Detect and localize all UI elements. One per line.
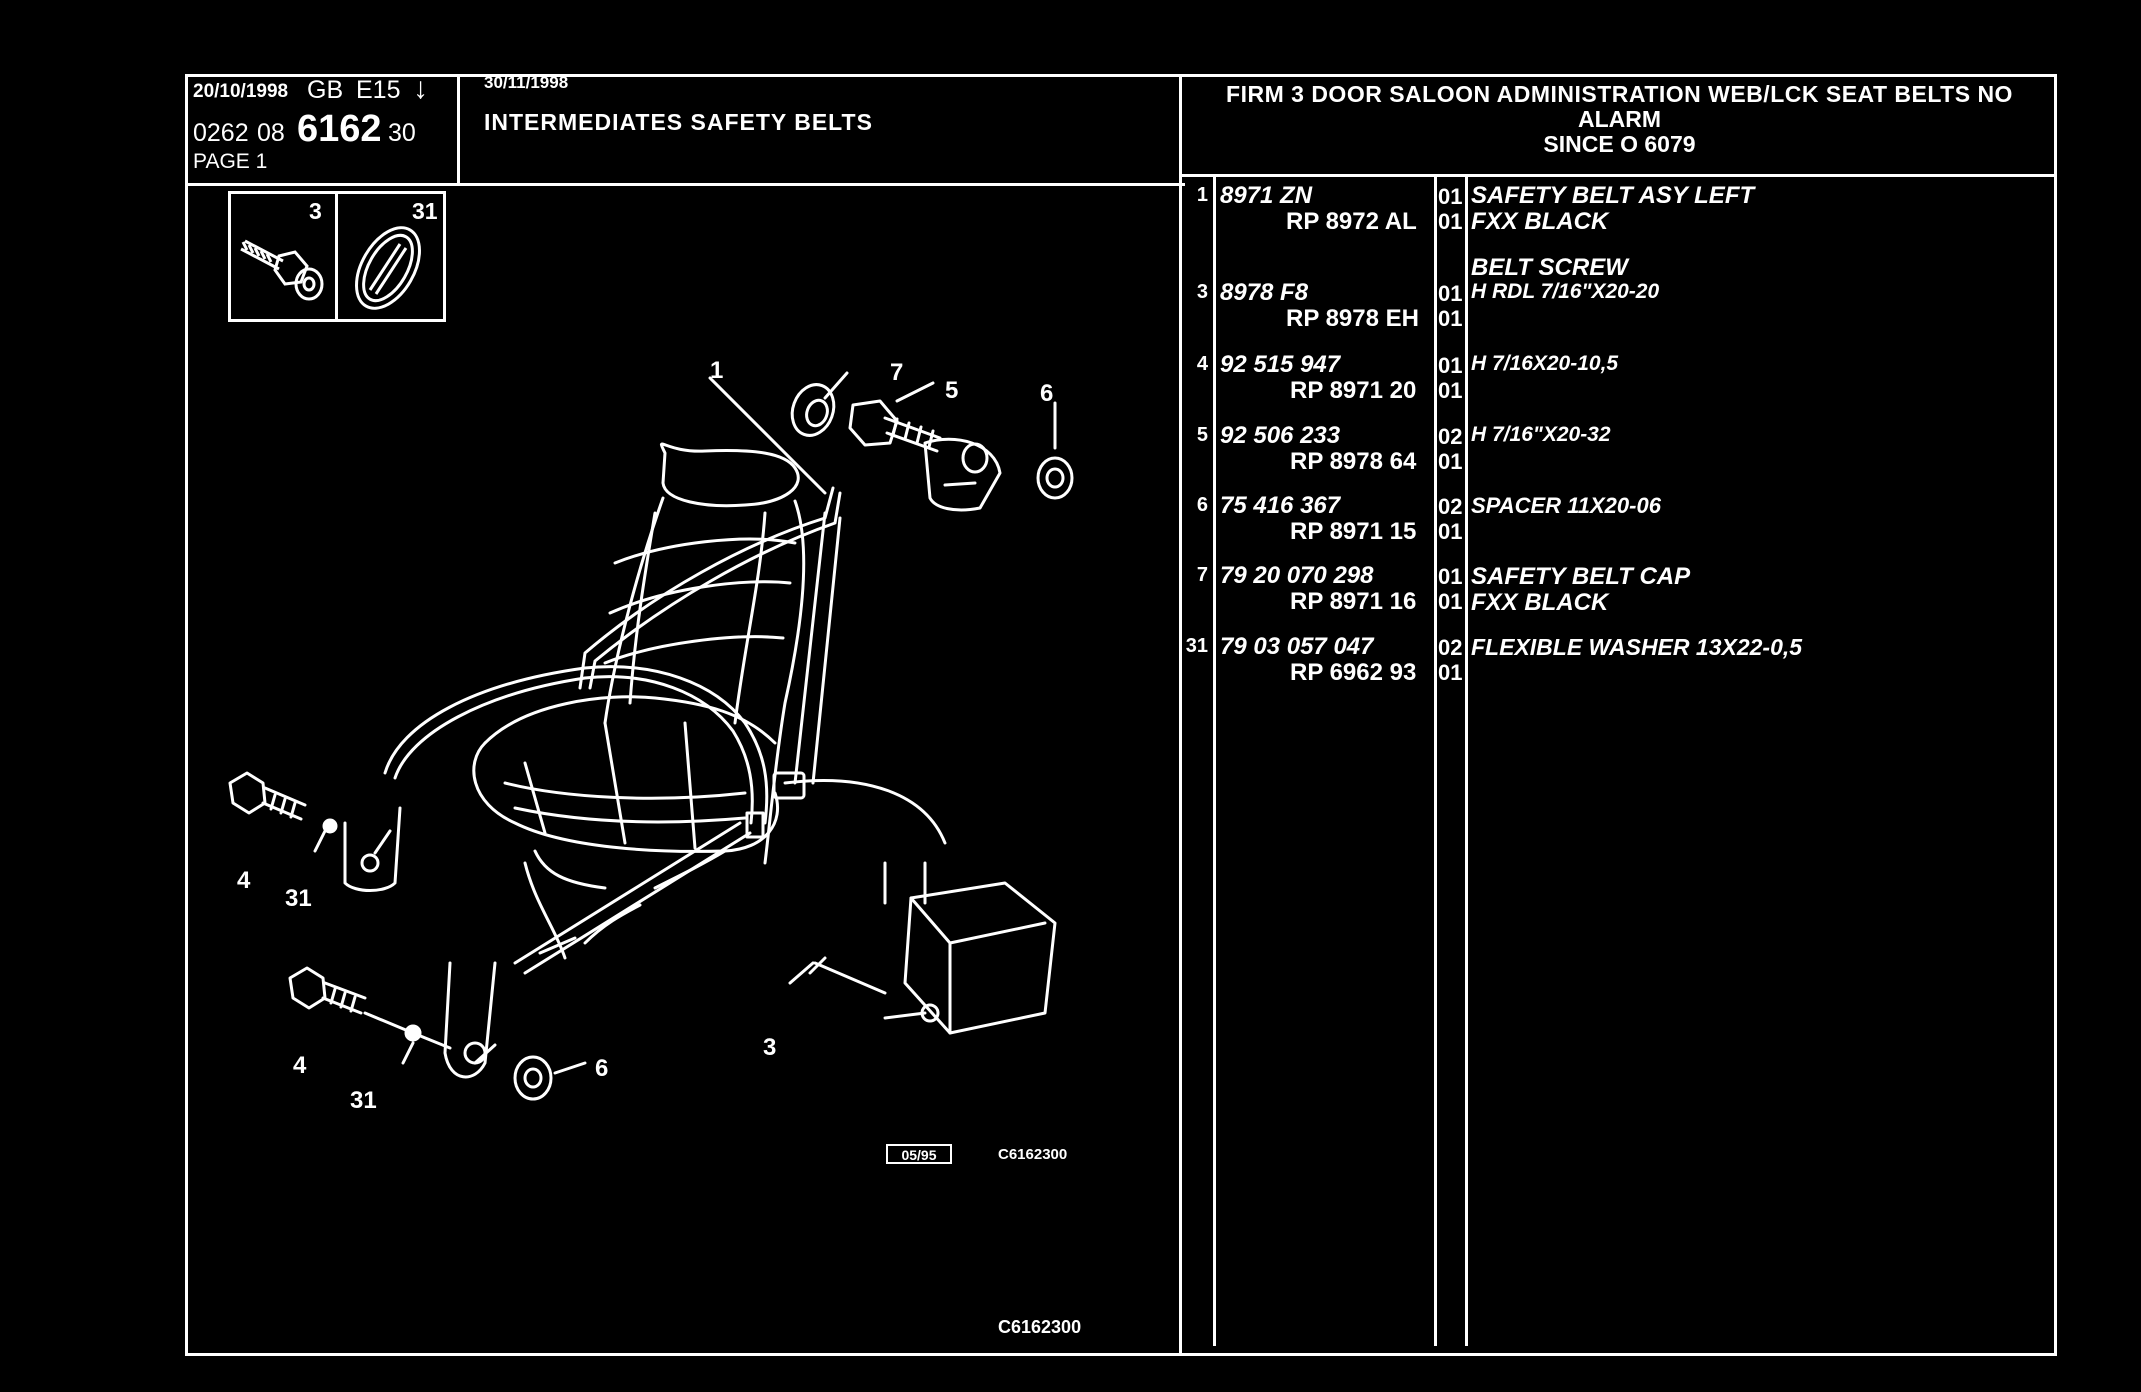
part-number: 8971 ZN — [1220, 182, 1313, 209]
part-ref: 1 — [1196, 184, 1208, 206]
model-line1: FIRM 3 DOOR SALOON ADMINISTRATION WEB/LC… — [1226, 81, 2013, 107]
part-qty: 01 — [1438, 281, 1463, 306]
part-qty: 01 — [1438, 353, 1463, 378]
part-ref: 5 — [1196, 424, 1208, 446]
part-qty-rp: 01 — [1438, 378, 1463, 403]
callout-5: 5 — [945, 377, 958, 404]
part-qty: 01 — [1438, 184, 1463, 209]
header-code-main: 6162 — [297, 108, 382, 150]
header-code-a: 0262 — [193, 119, 249, 147]
part-desc2: FXX BLACK — [1471, 208, 1609, 235]
stamp-date: 05/95 — [901, 1147, 936, 1163]
callout-4b: 4 — [293, 1052, 307, 1079]
callout-1: 1 — [710, 357, 723, 384]
callout-6b: 6 — [595, 1055, 608, 1082]
part-number: 92 515 947 — [1220, 351, 1341, 378]
divider-col-qty-left — [1434, 176, 1437, 1346]
divider-col-ref — [1213, 176, 1216, 1346]
part-rp: RP 8978 64 — [1290, 448, 1417, 475]
part-number: 75 416 367 — [1220, 492, 1341, 519]
part-ref: 7 — [1196, 564, 1208, 586]
exploded-diagram: 1 7 5 6 4 31 4 31 6 3 05/95 C6162300 C61… — [228, 357, 1081, 1337]
callout-4: 4 — [237, 867, 251, 894]
bolt-icon — [240, 239, 324, 301]
part-qty-rp: 01 — [1438, 519, 1463, 544]
part-number: 92 506 233 — [1220, 422, 1341, 449]
stamp-code: C6162300 — [998, 1146, 1067, 1163]
model-line2: ALARM — [1577, 106, 1662, 132]
callout-31b: 31 — [350, 1087, 377, 1114]
part-qty: 01 — [1438, 564, 1463, 589]
part-desc: H RDL 7/16"X20-20 — [1471, 280, 1660, 303]
callouts: 1 7 5 6 4 31 4 31 6 3 — [237, 357, 1053, 1114]
divider-main — [1179, 74, 1182, 1356]
header-code-c: 30 — [388, 119, 416, 147]
part-qty: 02 — [1438, 635, 1463, 660]
part-desc: SAFETY BELT CAP — [1471, 563, 1691, 590]
part-qty: 02 — [1438, 424, 1463, 449]
part-qty-rp: 01 — [1438, 589, 1463, 614]
part-number: 79 03 057 047 — [1220, 633, 1374, 660]
part-qty-rp: 01 — [1438, 209, 1463, 234]
part-number: 79 20 070 298 — [1220, 562, 1374, 589]
header-rule-right — [1182, 174, 2057, 177]
washer-icon — [355, 226, 421, 310]
callout-7: 7 — [890, 359, 903, 386]
header-rule-left — [185, 183, 1185, 186]
part-desc: FLEXIBLE WASHER 13X22-0,5 — [1471, 634, 1803, 660]
header-edition: E15 — [356, 76, 401, 104]
part-number: 8978 F8 — [1220, 279, 1309, 306]
header-date2: 30/11/1998 — [484, 73, 569, 92]
part-qty-rp: 01 — [1438, 449, 1463, 474]
part-qty-rp: 01 — [1438, 660, 1463, 685]
callout-3: 3 — [763, 1034, 776, 1061]
thumbnail-bolt-ref: 3 — [309, 198, 322, 224]
part-ref: 4 — [1196, 353, 1208, 375]
footer-code: C6162300 — [998, 1317, 1081, 1337]
model-line3: SINCE O 6079 — [1543, 131, 1696, 157]
part-desc: SPACER 11X20-06 — [1471, 493, 1661, 518]
part-rp: RP 8971 20 — [1290, 377, 1417, 404]
thumbnail-washer-ref: 31 — [412, 198, 438, 224]
part-desc-pre: BELT SCREW — [1471, 254, 1628, 281]
part-rp: RP 8971 16 — [1290, 588, 1417, 615]
diagram-stamp: 05/95 C6162300 C6162300 — [886, 1144, 1081, 1337]
part-desc2: FXX BLACK — [1471, 589, 1609, 616]
part-desc: H 7/16"X20-32 — [1471, 423, 1611, 446]
page-frame — [185, 74, 2057, 1356]
part-rp: RP 8978 EH — [1286, 305, 1419, 332]
header-model: FIRM 3 DOOR SALOON ADMINISTRATION WEB/LC… — [1182, 82, 2057, 157]
divider-col-qty-right — [1465, 176, 1468, 1346]
callout-31: 31 — [285, 885, 312, 912]
part-qty-rp: 01 — [1438, 306, 1463, 331]
divider-header-left — [457, 74, 460, 183]
part-rp: RP 8971 15 — [1290, 518, 1417, 545]
section-title: INTERMEDIATES SAFETY BELTS — [484, 109, 873, 135]
part-qty: 02 — [1438, 494, 1463, 519]
part-rp: RP 6962 93 — [1290, 659, 1417, 686]
header-code-b: 08 — [257, 119, 285, 147]
part-desc: H 7/16X20-10,5 — [1471, 352, 1619, 375]
header-date1: 20/10/1998 — [193, 81, 289, 102]
header-page: PAGE 1 — [193, 150, 268, 173]
part-ref: 3 — [1196, 281, 1208, 303]
header-lang: GB — [307, 76, 344, 104]
part-ref: 31 — [1185, 635, 1208, 657]
thumbnail-washer: 31 — [335, 191, 446, 322]
part-desc: SAFETY BELT ASY LEFT — [1471, 182, 1755, 209]
seat-drawing — [228, 371, 1074, 1101]
part-rp: RP 8972 AL — [1286, 208, 1417, 235]
header-arrow-icon: ↓ — [413, 72, 428, 105]
part-ref: 6 — [1196, 494, 1208, 516]
callout-6: 6 — [1040, 380, 1053, 407]
